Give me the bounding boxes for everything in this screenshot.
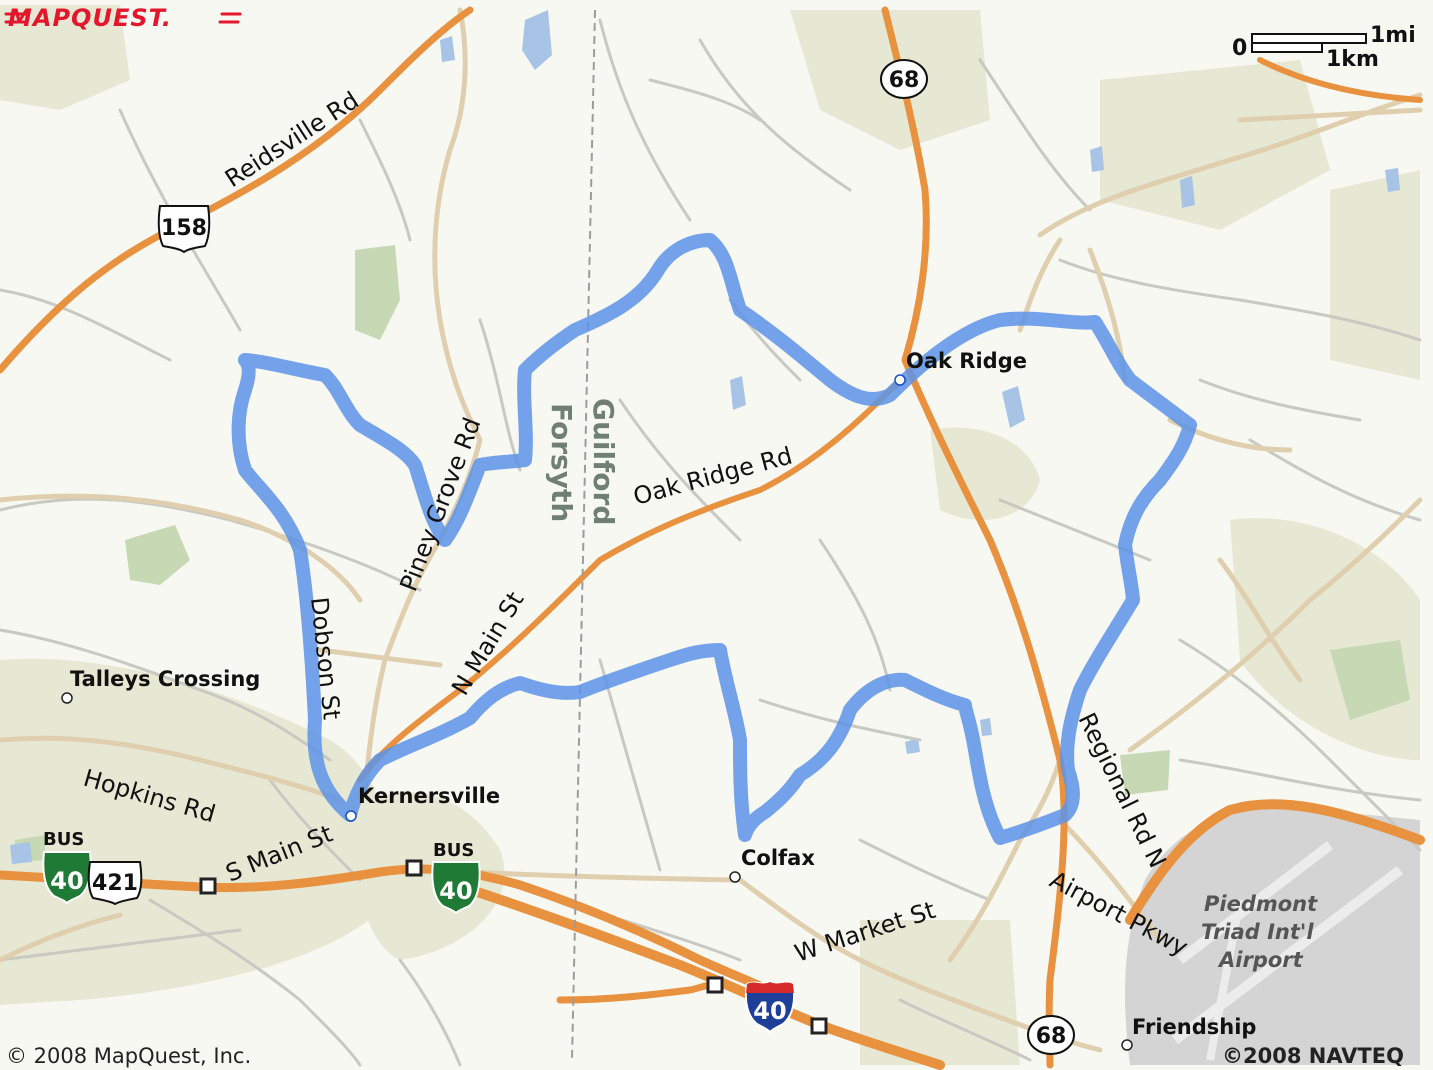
route-loop-west	[231, 233, 1197, 845]
route-overlay	[231, 233, 1197, 845]
airport-label: Piedmont Triad Int'l Airport	[1201, 892, 1318, 972]
svg-text:40: 40	[439, 877, 472, 905]
svg-text:158: 158	[161, 216, 207, 241]
marker-friendship	[1121, 1039, 1133, 1051]
us-route-shield-icon	[87, 861, 143, 906]
shield-us158: 158	[157, 205, 211, 254]
county-line	[571, 9, 596, 1061]
mapquest-logo: MAPQUEST.	[4, 4, 242, 32]
svg-text:Airport: Airport	[1217, 948, 1304, 972]
label-guilford: Guilford	[587, 398, 620, 525]
us-route-shield-icon	[157, 205, 211, 254]
airport-grounds	[1125, 807, 1420, 1065]
road-i40	[435, 875, 945, 1070]
interchange-markers	[199, 859, 828, 1035]
copyright-navteq: ©2008 NAVTEQ	[1222, 1044, 1404, 1068]
scale-bar: 0 1mi 1km	[1232, 23, 1416, 72]
svg-text:40: 40	[753, 997, 786, 1025]
town-markers	[61, 374, 1133, 1051]
water-features	[10, 10, 1400, 864]
state-route-shield-icon	[880, 59, 928, 99]
marker-talleys-crossing	[61, 692, 73, 704]
label-talleys-crossing: Talleys Crossing	[70, 667, 260, 691]
road-us158	[0, 6, 474, 374]
interchange-1	[199, 877, 217, 895]
svg-text:40: 40	[50, 867, 83, 895]
svg-text:BUS: BUS	[433, 840, 474, 861]
interchange-2	[405, 859, 423, 877]
shield-nc68-north: 68	[880, 59, 928, 99]
interchange-3	[706, 976, 724, 994]
road-airport-connector	[1125, 799, 1425, 925]
svg-text:0: 0	[1232, 36, 1247, 61]
park-areas	[15, 245, 1410, 862]
copyright-mapquest: © 2008 MapQuest, Inc.	[6, 1044, 251, 1068]
svg-text:1mi: 1mi	[1370, 23, 1416, 48]
county-labels: Forsyth Guilford	[545, 398, 620, 525]
label-oak-ridge: Oak Ridge	[906, 349, 1027, 373]
road-nc68	[881, 6, 1068, 1069]
marker-colfax	[729, 871, 741, 883]
label-friendship: Friendship	[1132, 1015, 1256, 1039]
svg-text:68: 68	[889, 68, 920, 93]
state-route-shield-icon	[1027, 1015, 1075, 1055]
svg-text:Triad Int'l: Triad Int'l	[1201, 920, 1314, 944]
shield-i40: 40	[744, 980, 796, 1034]
logo-swoosh-icon	[4, 12, 242, 24]
svg-text:68: 68	[1036, 1024, 1067, 1049]
svg-text:1km: 1km	[1326, 47, 1379, 72]
interstate-business-shield-icon	[431, 861, 481, 915]
shield-us421: 421	[87, 861, 143, 906]
svg-text:BUS: BUS	[43, 829, 84, 850]
marker-oak-ridge	[894, 374, 906, 386]
interchange-4	[810, 1017, 828, 1035]
svg-text:421: 421	[92, 871, 138, 896]
shield-bus40-west: BUS 40	[42, 829, 92, 905]
svg-text:Piedmont: Piedmont	[1204, 892, 1318, 916]
label-kernersville: Kernersville	[358, 784, 500, 808]
svg-text:MAPQUEST.: MAPQUEST.	[8, 4, 172, 32]
marker-kernersville	[345, 810, 357, 822]
shield-nc68-south: 68	[1027, 1015, 1075, 1055]
label-colfax: Colfax	[741, 846, 815, 870]
label-forsyth: Forsyth	[545, 403, 578, 522]
place-labels: Oak Ridge Talleys Crossing Kernersville …	[70, 349, 1256, 1039]
shield-bus40-east: BUS 40	[431, 840, 481, 915]
road-oak-ridge	[357, 377, 908, 783]
